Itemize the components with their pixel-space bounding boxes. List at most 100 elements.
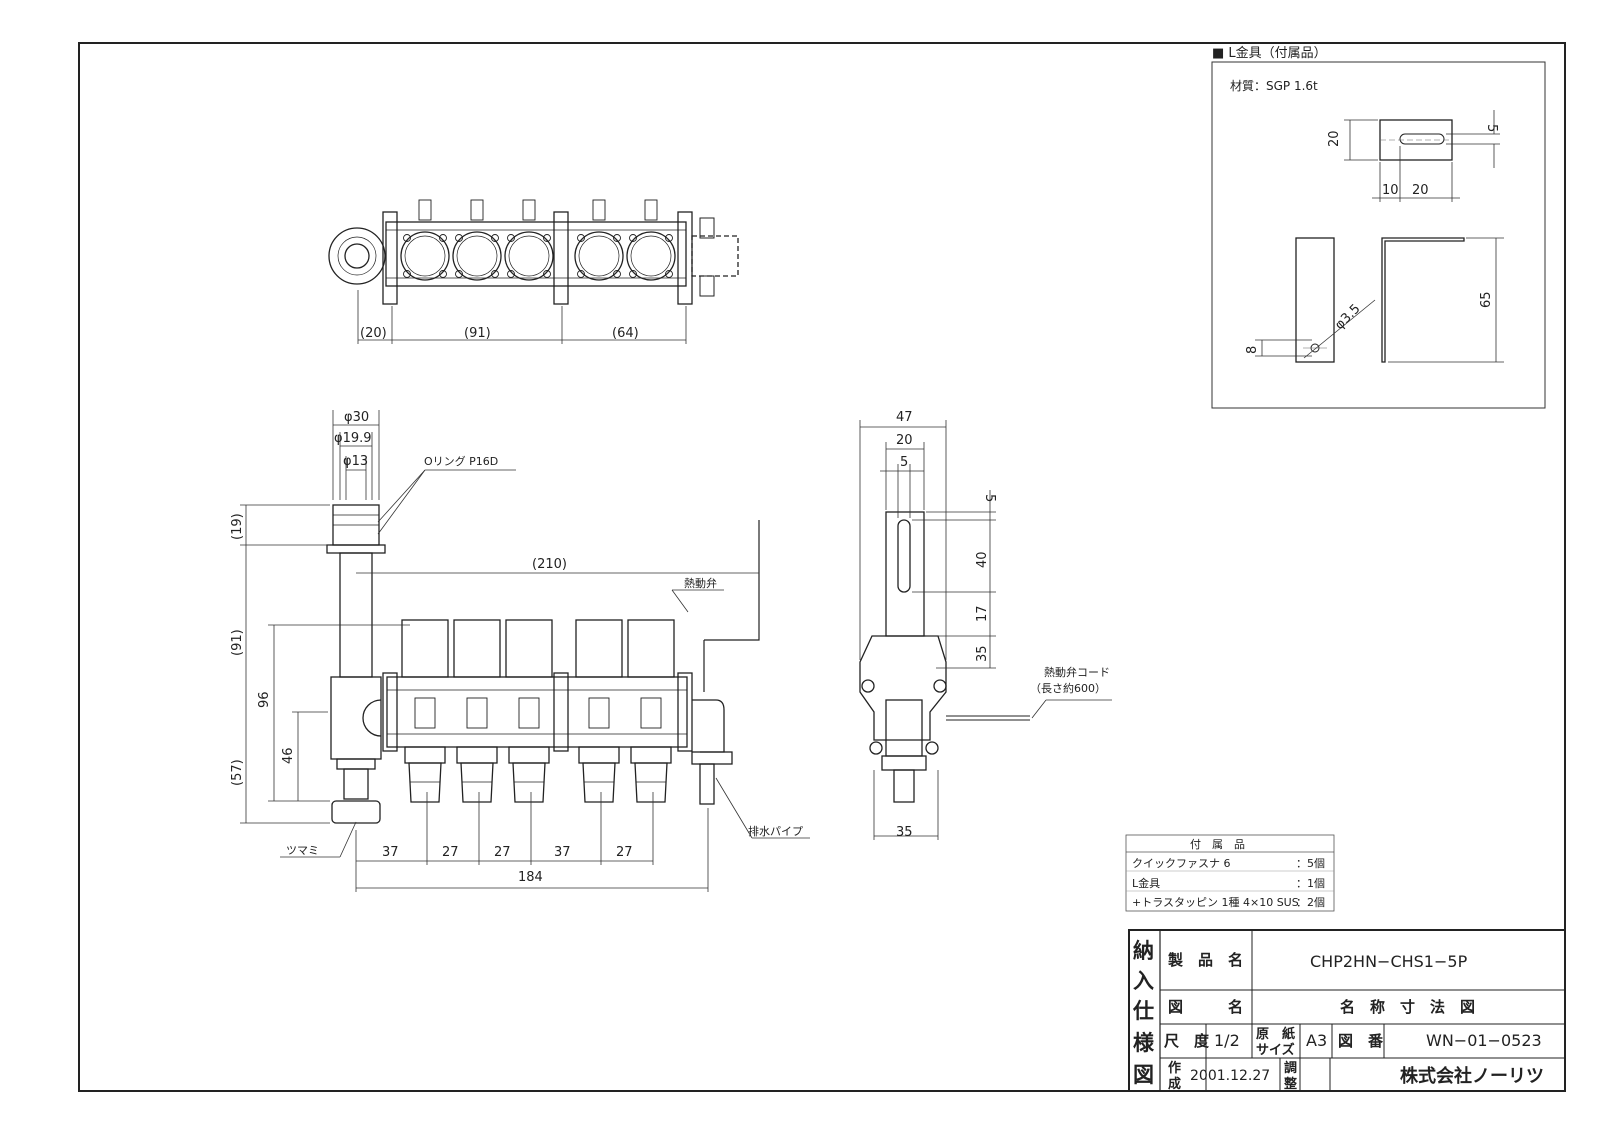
front-view-valve-1 [401, 619, 449, 678]
front-view [326, 504, 760, 824]
top-view-terminal-4 [592, 199, 606, 221]
front-view-window-3 [518, 697, 540, 729]
drawing-border [78, 42, 1566, 1092]
front-dim-46: 46 [281, 747, 296, 764]
side-dim-40: 40 [975, 551, 990, 568]
top-view-port-5 [626, 231, 676, 281]
side-dim-20: 20 [896, 433, 913, 448]
title-vertical-2: 入 [1133, 969, 1154, 993]
accessory-row-1-name: クイックファスナ 6 [1132, 857, 1231, 870]
top-view-screw-2-3 [455, 270, 463, 278]
paper-size-label-1: 原 紙 [1256, 1026, 1295, 1042]
front-view-fastener-5 [630, 746, 672, 764]
drawing-number-label: 図 番 [1338, 1032, 1384, 1050]
front-label-knob: ツマミ [286, 844, 319, 857]
front-dim-184: 184 [518, 870, 543, 885]
top-view-dim-64: (64) [612, 326, 639, 341]
product-name-value: CHP2HN−CHS1−5P [1310, 952, 1468, 971]
top-view-end-plate-right [677, 211, 693, 305]
front-dim-210: (210) [532, 557, 567, 572]
front-view-valve-3 [505, 619, 553, 678]
front-view-inlet-pipe [339, 552, 373, 678]
side-label-cord-length: （長さ約600） [1030, 681, 1106, 695]
top-view-screw-1-2 [439, 234, 447, 242]
side-view-drain-stem [893, 769, 915, 803]
front-view-outlet-1 [408, 762, 442, 803]
top-view [328, 199, 739, 305]
bracket-panel: ■ L金具（付属品） 材質：SGP 1.6t 20 5 10 20 φ3.5 8 [1211, 45, 1546, 409]
front-view-outlet-4 [582, 762, 616, 803]
top-view-screw-4-3 [577, 270, 585, 278]
top-view-center-plate [553, 211, 569, 305]
bracket-dim-20-vertical: 20 [1327, 130, 1342, 147]
top-view-body [385, 221, 687, 287]
scale-value: 1/2 [1214, 1031, 1240, 1050]
front-view-bracket [704, 520, 760, 641]
front-dim-57: (57) [230, 759, 245, 786]
front-dim-37b: 37 [554, 845, 571, 860]
top-view-screw-1-1 [403, 234, 411, 242]
paper-size-value: A3 [1306, 1031, 1327, 1050]
side-view-dimensions [859, 420, 1112, 840]
top-view-end-plate-left [382, 211, 398, 305]
front-view-outlet-elbow [692, 699, 725, 753]
bracket-dim-10: 10 [1382, 183, 1399, 198]
top-view-screw-3-1 [507, 234, 515, 242]
front-view-fastener-2 [456, 746, 498, 764]
drawing-number-value: WN−01−0523 [1426, 1031, 1542, 1050]
front-label-drain: 排水パイプ [748, 824, 803, 838]
front-dim-27b: 27 [494, 845, 511, 860]
top-view-screw-5-3 [629, 270, 637, 278]
side-view-outlet [885, 699, 923, 757]
top-view-port-inner-1 [404, 235, 446, 277]
top-view-screw-2-4 [491, 270, 499, 278]
bracket-dim-65: 65 [1479, 291, 1494, 308]
front-dim-27c: 27 [616, 845, 633, 860]
front-dim-96: 96 [257, 691, 272, 708]
title-vertical-1: 納 [1133, 939, 1154, 963]
front-view-outlet-3 [512, 762, 546, 803]
title-vertical-4: 様 [1133, 1031, 1155, 1055]
created-label-1: 作 [1168, 1060, 1181, 1076]
top-view-port-inner-3 [508, 235, 550, 277]
side-label-cord: 熱動弁コード [1044, 665, 1110, 679]
front-view-window-1 [414, 697, 436, 729]
top-view-screw-2-2 [491, 234, 499, 242]
front-view-fastener-1 [404, 746, 446, 764]
accessories-table: 付 属 品 クイックファスナ 6 ：5個 L金具 ：1個 +トラスタッピン 1種… [1125, 834, 1335, 912]
bracket-front-outline [1295, 237, 1335, 363]
top-view-port-inner-4 [578, 235, 620, 277]
scale-label: 尺 度 [1164, 1032, 1210, 1050]
top-view-screw-3-3 [507, 270, 515, 278]
top-view-port-inner-5 [630, 235, 672, 277]
side-dim-17: 17 [975, 605, 990, 622]
side-dim-35a: 35 [975, 645, 990, 662]
top-view-terminal-2 [470, 199, 484, 221]
bracket-slot [1399, 133, 1445, 145]
top-view-terminal-5 [644, 199, 658, 221]
front-dim-phi19-9: φ19.9 [334, 431, 372, 446]
front-dim-37a: 37 [382, 845, 399, 860]
title-block: 納 入 仕 様 図 製 品 名 CHP2HN−CHS1−5P 図 名 名 称 寸… [1128, 929, 1566, 1092]
bracket-panel-frame [1211, 61, 1546, 409]
company-name: 株式会社ノーリツ [1400, 1065, 1544, 1087]
front-view-drain-pipe [699, 763, 715, 805]
front-view-valve-4 [575, 619, 623, 678]
top-view-screw-1-3 [403, 270, 411, 278]
front-dim-27a: 27 [442, 845, 459, 860]
accessories-header: 付 属 品 [1190, 838, 1245, 851]
top-view-screw-2-1 [455, 234, 463, 242]
top-view-screw-3-4 [543, 270, 551, 278]
drawing-name-label: 図 名 [1168, 998, 1243, 1016]
front-view-drain-knob-stem [343, 768, 369, 800]
top-view-screw-5-4 [665, 270, 673, 278]
bracket-l-profile [1381, 237, 1465, 363]
top-view-inlet-ring-outer [328, 227, 386, 285]
side-view-slot [897, 519, 911, 593]
front-label-valve: 熱動弁 [684, 576, 717, 590]
top-view-screw-4-1 [577, 234, 585, 242]
top-view-port-3 [504, 231, 554, 281]
side-view-housing [859, 635, 947, 741]
top-view-dim-20: (20) [360, 326, 387, 341]
title-vertical-5: 図 [1133, 1063, 1154, 1087]
